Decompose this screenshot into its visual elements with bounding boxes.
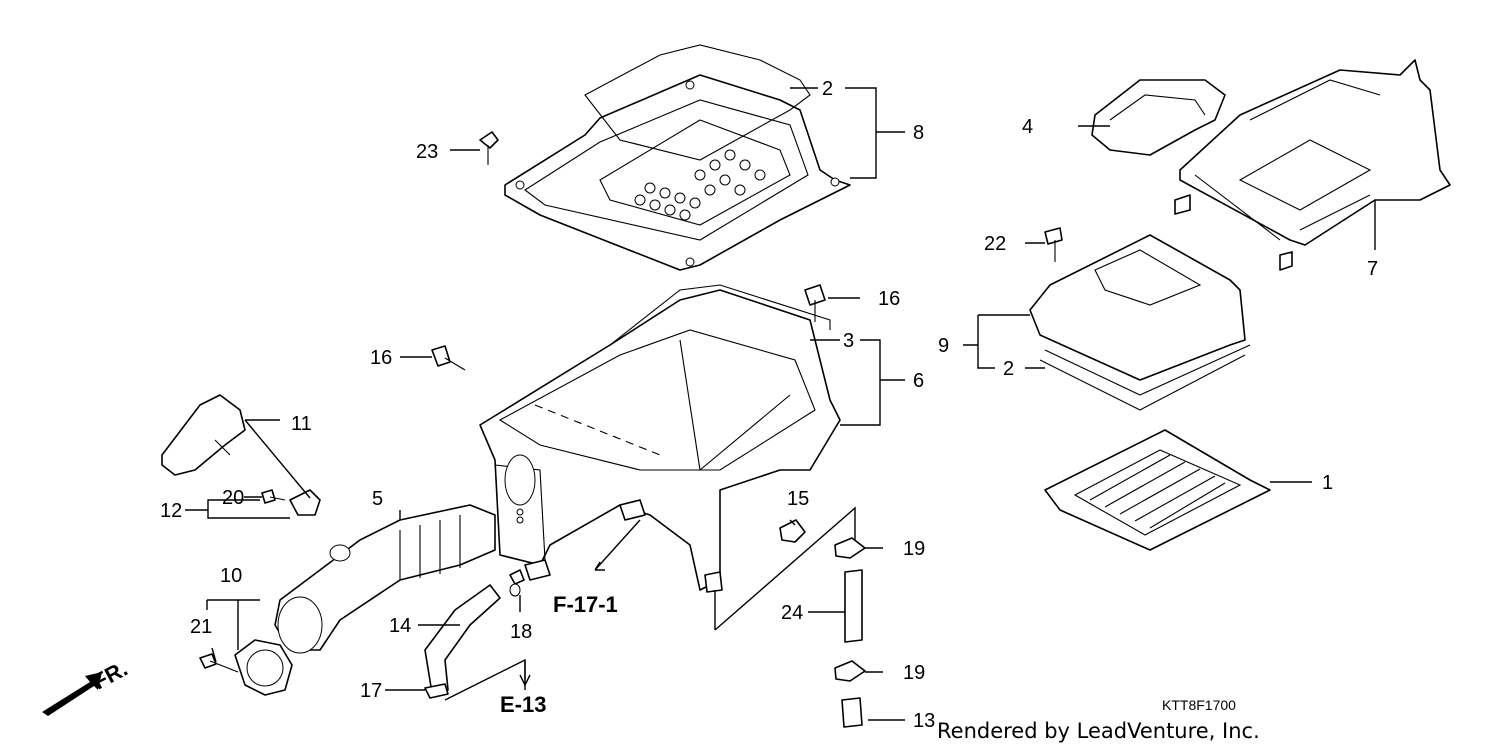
callout-24: 24 [781, 602, 803, 624]
intake-duct [274, 504, 496, 654]
callout-16-right: 16 [878, 288, 900, 310]
callout-13: 13 [913, 710, 935, 732]
foam-element [1091, 79, 1226, 156]
air-cleaner-case [479, 284, 841, 593]
callout-8: 8 [913, 122, 924, 144]
callout-19-upper: 19 [903, 538, 925, 560]
callout-20: 20 [222, 487, 244, 509]
callout-6: 6 [913, 370, 924, 392]
callout-2-upper: 2 [822, 78, 833, 100]
callout-1: 1 [1322, 472, 1333, 494]
band-clamp [234, 639, 293, 696]
callout-21: 21 [190, 616, 212, 638]
diagram-code: KTT8F1700 [1162, 697, 1236, 713]
callout-15: 15 [787, 488, 809, 510]
front-direction-arrow: FR. [42, 656, 132, 716]
air-cleaner-cover-upper [504, 44, 851, 271]
callout-2-lower: 2 [1003, 358, 1014, 380]
callout-9: 9 [938, 335, 949, 357]
callout-17: 17 [360, 680, 382, 702]
front-marker-label: FR. [89, 656, 132, 695]
credit-text: Rendered by LeadVenture, Inc. [937, 719, 1260, 743]
callout-16-left: 16 [370, 347, 392, 369]
callout-14: 14 [389, 615, 411, 637]
callout-10: 10 [220, 565, 242, 587]
air-filter-element [1044, 429, 1271, 551]
callout-12: 12 [160, 500, 182, 522]
callout-3: 3 [843, 330, 854, 352]
leader-lines [185, 87, 1376, 721]
callout-22: 22 [984, 233, 1006, 255]
callout-7: 7 [1367, 258, 1378, 280]
drain-hose [424, 584, 501, 694]
callout-11: 11 [291, 413, 312, 435]
ref-e-13[interactable]: E-13 [500, 692, 546, 717]
callout-18: 18 [510, 621, 532, 643]
callout-4: 4 [1022, 116, 1033, 138]
callout-19-lower: 19 [903, 662, 925, 684]
ref-f-17-1[interactable]: F-17-1 [553, 592, 618, 617]
air-cleaner-housing-cover [1174, 59, 1451, 271]
callout-23: 23 [416, 141, 438, 163]
small-hardware [199, 131, 1063, 728]
callout-5: 5 [372, 488, 383, 510]
cap-part [161, 394, 246, 476]
air-cleaner-sub-cover [1029, 234, 1251, 411]
